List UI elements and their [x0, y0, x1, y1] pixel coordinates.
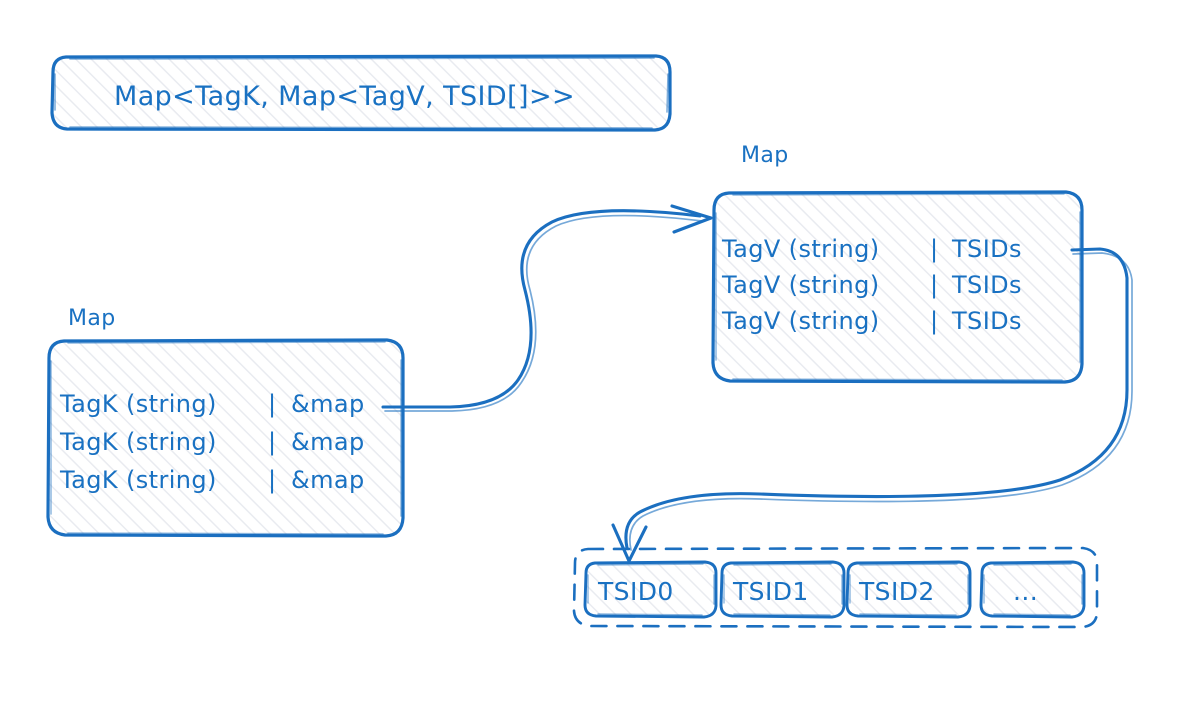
right-map-row-1-value: TSIDs	[951, 271, 1022, 299]
tsid-array-item[interactable]: TSID1	[719, 560, 846, 619]
tagk-to-map-arrowhead	[670, 204, 713, 234]
right-map-group: Map TagV (string) | TSIDs TagV (string) …	[711, 143, 1084, 384]
tsid-array-item-1-outline	[719, 560, 846, 619]
left-map-row: TagK (string) | &map	[59, 390, 365, 418]
tsids-to-array-arrowhead	[611, 523, 648, 563]
left-map-row-0-key: TagK (string)	[59, 390, 217, 418]
tsids-to-array-arrow-line	[624, 247, 1129, 550]
tagk-to-map-arrow-line-echo	[384, 214, 703, 412]
tsid-array-item-3-sketch-overlay	[983, 563, 1083, 616]
tsid-array-item-2-sketch-overlay	[849, 563, 969, 616]
right-map-box-sketch-overlay	[715, 193, 1081, 381]
right-map-row-0-key: TagV (string)	[721, 235, 880, 263]
tsid-array-item-overflow[interactable]: ...	[979, 560, 1086, 619]
left-map-row-1-separator: |	[268, 428, 277, 456]
right-map-row-1-key: TagV (string)	[721, 271, 880, 299]
left-map-row-2-key: TagK (string)	[59, 466, 217, 494]
left-map-box-sketch-overlay	[50, 341, 402, 535]
right-map-row-2-separator: |	[930, 307, 939, 335]
tsid-array-item-0-label: TSID0	[597, 577, 674, 606]
left-map-row-2-value: &map	[291, 466, 365, 494]
tsids-to-array-arrow-line-echo	[629, 252, 1133, 551]
tsid-array-item-0-outline	[583, 560, 718, 619]
right-map-row-0-value: TSIDs	[951, 235, 1022, 263]
tsids-to-array-arrow	[611, 247, 1133, 563]
right-map-row-2-value: TSIDs	[951, 307, 1022, 335]
right-map-row: TagV (string) | TSIDs	[721, 235, 1022, 263]
tagk-to-map-arrow-line	[381, 209, 702, 409]
type-signature-label: Map<TagK, Map<TagV, TSID[]>>	[114, 81, 575, 112]
right-map-row-0-separator: |	[930, 235, 939, 263]
tsid-array-item-0-sketch-overlay	[587, 563, 715, 616]
tsid-array-item-3-outline	[979, 560, 1086, 619]
tagk-to-map-arrow	[381, 204, 713, 412]
tsid-array-item-2-label: TSID2	[858, 577, 935, 606]
left-map-row-0-separator: |	[268, 390, 277, 418]
right-map-row-2-key: TagV (string)	[721, 307, 880, 335]
right-map-row: TagV (string) | TSIDs	[721, 307, 1022, 335]
type-signature-box-outline	[50, 54, 672, 132]
right-map-row-1-separator: |	[930, 271, 939, 299]
right-map-row: TagV (string) | TSIDs	[721, 271, 1022, 299]
left-map-group: Map TagK (string) | &map TagK (string) |…	[46, 306, 405, 538]
tsid-array-item[interactable]: TSID0	[583, 560, 718, 619]
type-signature-box: Map<TagK, Map<TagV, TSID[]>>	[50, 54, 672, 132]
right-map-caption: Map	[741, 143, 789, 168]
left-map-row-2-separator: |	[268, 466, 277, 494]
left-map-row-0-value: &map	[291, 390, 365, 418]
tsid-array-item-2-outline	[845, 560, 972, 619]
left-map-row-1-key: TagK (string)	[59, 428, 217, 456]
left-map-row: TagK (string) | &map	[59, 466, 365, 494]
left-map-row-1-value: &map	[291, 428, 365, 456]
right-map-box-outline	[711, 190, 1084, 384]
tsid-array-item-1-label: TSID1	[732, 577, 809, 606]
tsid-array-dashed-outline	[572, 546, 1099, 629]
tsid-array-item-1-sketch-overlay	[723, 563, 843, 616]
left-map-row: TagK (string) | &map	[59, 428, 365, 456]
type-signature-box-sketch-overlay	[54, 57, 669, 129]
tsid-array-item-3-label: ...	[1013, 577, 1038, 606]
tsid-array: TSID0 TSID1 TSID2 ...	[572, 546, 1099, 629]
left-map-box-outline	[46, 338, 405, 538]
left-map-caption: Map	[68, 306, 116, 331]
tsid-array-item[interactable]: TSID2	[845, 560, 972, 619]
